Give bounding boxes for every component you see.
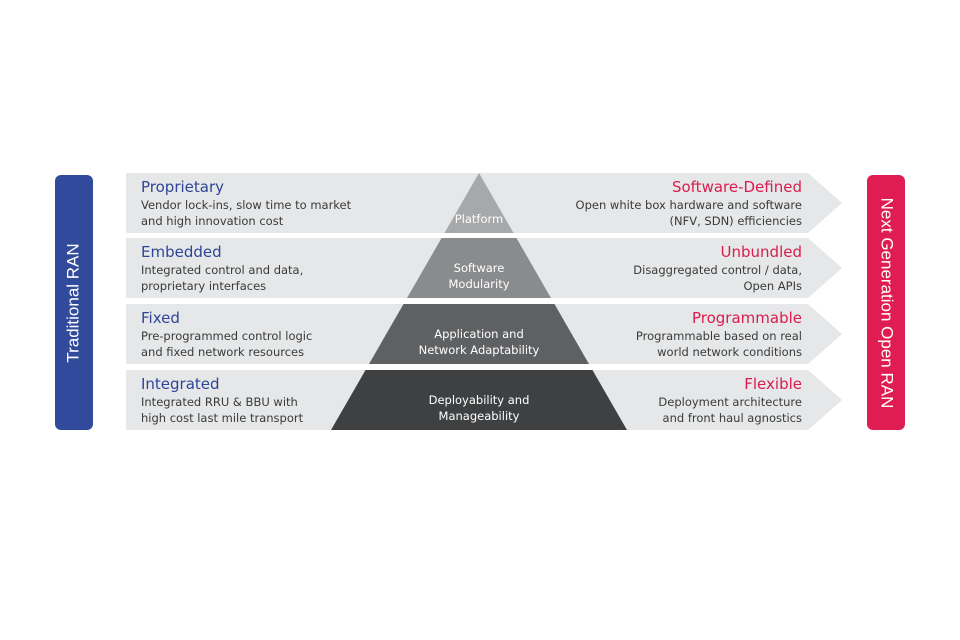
right-desc-line: Deployment architecture: [658, 395, 802, 409]
right-desc-line: (NFV, SDN) efficiencies: [669, 214, 802, 228]
left-desc-line: Pre-programmed control logic: [141, 329, 313, 343]
left-desc-line: and high innovation cost: [141, 214, 284, 228]
left-desc-line: proprietary interfaces: [141, 279, 267, 293]
left-desc-line: Integrated RRU & BBU with: [141, 395, 298, 409]
pyramid-label-line: Application and: [434, 327, 524, 341]
right-desc-line: world network conditions: [657, 345, 802, 359]
right-desc-line: Open APIs: [743, 279, 802, 293]
right-desc-line: and front haul agnostics: [662, 411, 802, 425]
right-title: Unbundled: [720, 243, 802, 261]
traditional-ran-bar: Traditional RAN: [55, 175, 93, 430]
right-title: Flexible: [744, 375, 802, 393]
right-title: Programmable: [691, 309, 802, 327]
left-desc-line: Vendor lock-ins, slow time to market: [141, 198, 352, 212]
left-title: Fixed: [141, 309, 180, 327]
pyramid-tier: [444, 173, 514, 233]
next-gen-open-ran-bar: Next Generation Open RAN: [867, 175, 905, 430]
pyramid-label-line: Platform: [454, 212, 504, 226]
pyramid-label-line: Manageability: [438, 409, 520, 423]
left-title: Integrated: [141, 375, 220, 393]
pyramid-tier: [369, 304, 589, 364]
pyramid-label: Platform: [379, 211, 579, 227]
left-title: Proprietary: [141, 178, 224, 196]
left-title: Embedded: [141, 243, 222, 261]
pyramid-label-line: Software: [453, 261, 505, 275]
pyramid-label-line: Deployability and: [428, 393, 530, 407]
pyramid-tier: [331, 370, 627, 430]
left-desc-line: and fixed network resources: [141, 345, 305, 359]
left-desc-line: high cost last mile transport: [141, 411, 304, 425]
right-desc-line: Programmable based on real: [635, 329, 802, 343]
right-desc-line: Disaggregated control / data,: [633, 263, 802, 277]
pyramid-tier: [407, 238, 551, 298]
pyramid-label-line: Modularity: [448, 277, 510, 291]
left-desc-line: Integrated control and data,: [141, 263, 304, 277]
pyramid-label-line: Network Adaptability: [418, 343, 540, 357]
right-desc-line: Open white box hardware and software: [575, 198, 802, 212]
right-title: Software-Defined: [671, 178, 802, 196]
